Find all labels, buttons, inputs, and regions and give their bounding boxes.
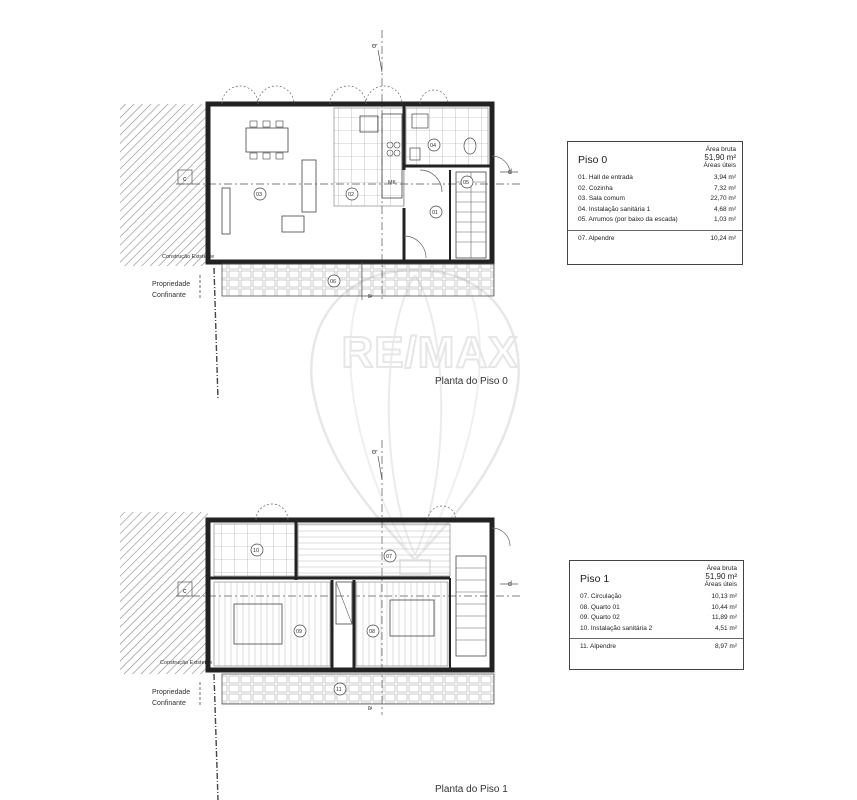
- room-tag-07: 07: [386, 554, 392, 560]
- room-tag-06: 06: [330, 279, 336, 285]
- area-table-piso-1: Piso 1 Área bruta 51,90 m² Áreas úteis 0…: [569, 560, 744, 670]
- room-tag-09: 09: [296, 629, 302, 635]
- section-b-marker-1: b: [370, 450, 377, 454]
- room-tag-04: 04: [430, 143, 436, 149]
- room-tag-02: 02: [348, 192, 354, 198]
- area-table-title: Piso 0: [578, 154, 608, 166]
- room-tag-01: 01: [432, 210, 438, 216]
- room-tag-11: 11: [336, 687, 342, 693]
- gross-area-label: Área bruta: [706, 565, 737, 572]
- section-a-marker-1: a: [366, 706, 373, 710]
- gross-area-label: Área bruta: [705, 146, 736, 153]
- dining-table: [245, 120, 289, 160]
- area-row: 05. Arrumos (por baixo da escada)1,03 m²: [578, 216, 736, 223]
- tv-cabinet: [221, 187, 231, 235]
- plan-title-piso-1: Planta do Piso 1: [435, 784, 508, 795]
- section-b-marker: b: [370, 44, 377, 48]
- piso-1-outer-walls: [205, 517, 495, 673]
- kitchen-counter: [381, 113, 403, 199]
- existing-construction-label-1: Construção Existente: [160, 660, 212, 666]
- gross-area-value: 51,90 m²: [704, 153, 736, 162]
- section-c-marker-1: c: [183, 588, 187, 595]
- wc-tiled-floor: [405, 107, 489, 167]
- double-bed-quarto-02: [233, 603, 283, 645]
- area-table-piso-0: Piso 0 Área bruta 51,90 m² Áreas úteis 0…: [567, 141, 743, 265]
- area-table-divider: [568, 229, 742, 231]
- room-tag-08: 08: [369, 629, 375, 635]
- area-table-divider: [570, 638, 743, 639]
- appliance-label: MIL: [388, 180, 397, 186]
- area-table-title: Piso 1: [580, 573, 610, 585]
- existing-construction-label: Construção Existente: [162, 254, 214, 260]
- existing-construction-hatch: [120, 104, 208, 266]
- useful-area-label: Áreas úteis: [703, 162, 736, 169]
- staircase-piso-1: [455, 555, 487, 657]
- bedroom-01-floor: [355, 581, 449, 667]
- section-c-marker: c: [183, 176, 187, 183]
- armchair: [281, 215, 305, 233]
- porch-piso-0: [221, 263, 495, 297]
- sofa: [301, 159, 317, 213]
- room-tag-05: 05: [463, 180, 469, 186]
- corridor-floor: [297, 523, 451, 577]
- plan-title-piso-0: Planta do Piso 0: [435, 376, 508, 387]
- watermark-text: RE/MAX: [341, 328, 518, 377]
- neighbor-property-label-2: Confinante: [152, 292, 186, 299]
- neighbor-property-label-1: Propriedade: [152, 281, 190, 288]
- area-table-header: Piso 0 Área bruta 51,90 m² Áreas úteis: [568, 142, 742, 170]
- porch-piso-1: [221, 673, 495, 705]
- bedroom-02-floor: [213, 581, 331, 667]
- neighbor-property-label-2b: Confinante: [152, 700, 186, 707]
- kitchen-tiled-floor: [333, 107, 405, 207]
- floor-plan-piso-1: Construção Existente Propriedade Confina…: [120, 440, 520, 800]
- room-tag-10: 10: [253, 548, 259, 554]
- piso-0-outer-walls: [205, 101, 495, 265]
- existing-construction-hatch-1: [120, 512, 208, 674]
- double-bed-quarto-01: [389, 599, 435, 637]
- room-tag-03: 03: [256, 192, 262, 198]
- area-table-header: Piso 1 Área bruta 51,90 m² Áreas úteis: [570, 561, 743, 589]
- neighbor-property-label-1b: Propriedade: [152, 689, 190, 696]
- floor-plan-piso-0: Construção Existente Propriedade Confina…: [120, 30, 520, 401]
- gross-area-value: 51,90 m²: [705, 572, 737, 581]
- section-d-marker-1: d: [508, 581, 512, 588]
- useful-area-label: Áreas úteis: [704, 581, 737, 588]
- wardrobe: [335, 581, 353, 625]
